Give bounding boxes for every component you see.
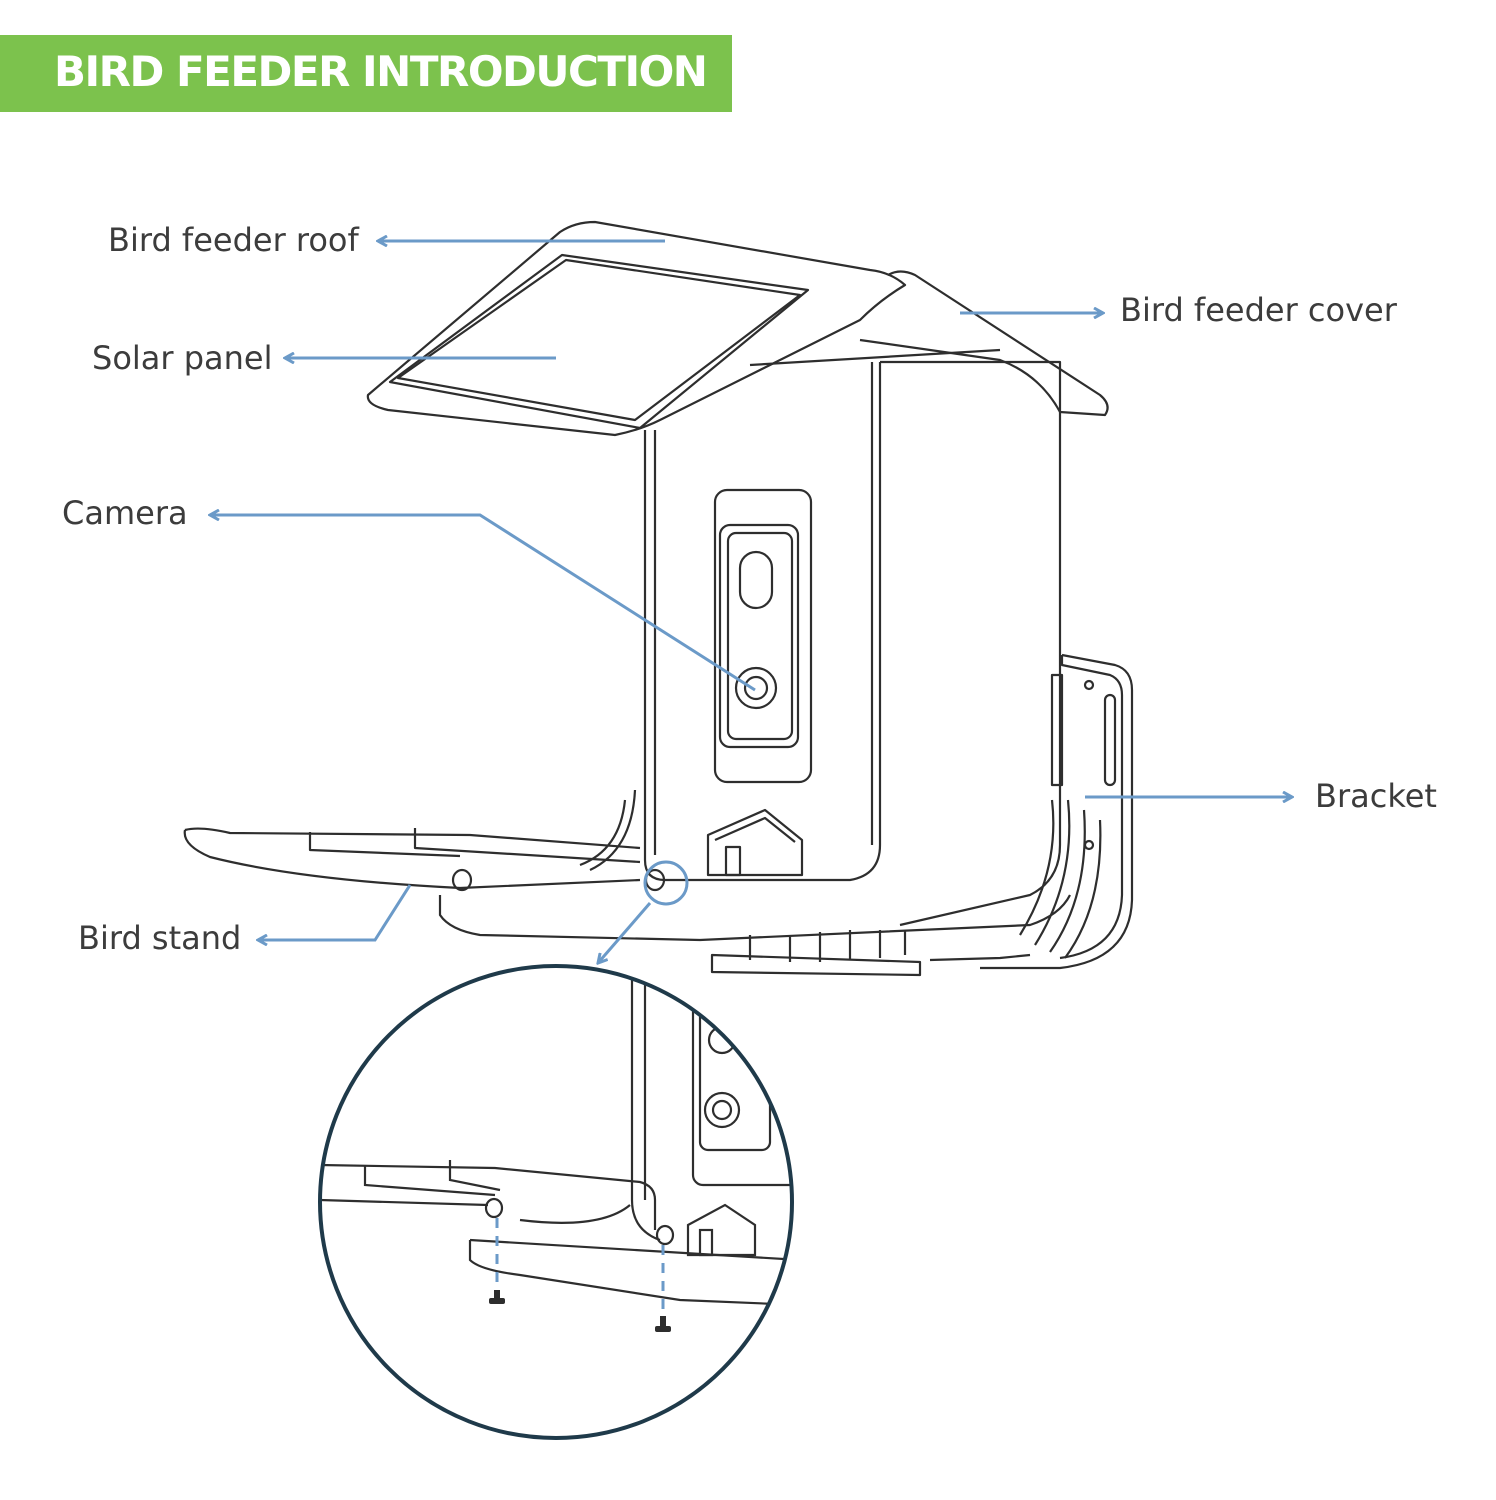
screws [495, 1218, 665, 1310]
camera-housing [713, 488, 813, 784]
callout-arrows [210, 241, 1292, 963]
detail-arrow [598, 902, 652, 963]
feeder-body [183, 220, 1134, 977]
stand-arrow [258, 884, 412, 940]
detail-marker [643, 860, 689, 906]
perch [183, 829, 641, 890]
label-camera: Camera [62, 494, 188, 532]
label-roof: Bird feeder roof [108, 221, 359, 259]
label-bird-stand: Bird stand [78, 919, 242, 957]
solar-panel [396, 258, 802, 422]
detail-circle [318, 964, 794, 1440]
camera-lens [734, 666, 778, 710]
screw-icons [489, 1290, 671, 1332]
bracket [980, 653, 1134, 970]
camera-lens-top [738, 550, 774, 610]
title-banner: BIRD FEEDER INTRODUCTION [0, 35, 732, 112]
cover [859, 270, 1109, 417]
label-bracket: Bracket [1315, 777, 1437, 815]
label-solar-panel: Solar panel [92, 339, 273, 377]
camera-arrow [210, 515, 756, 692]
label-cover: Bird feeder cover [1120, 291, 1397, 329]
detail-view [320, 966, 792, 1307]
page-title: BIRD FEEDER INTRODUCTION [54, 47, 708, 96]
roof [366, 220, 907, 437]
